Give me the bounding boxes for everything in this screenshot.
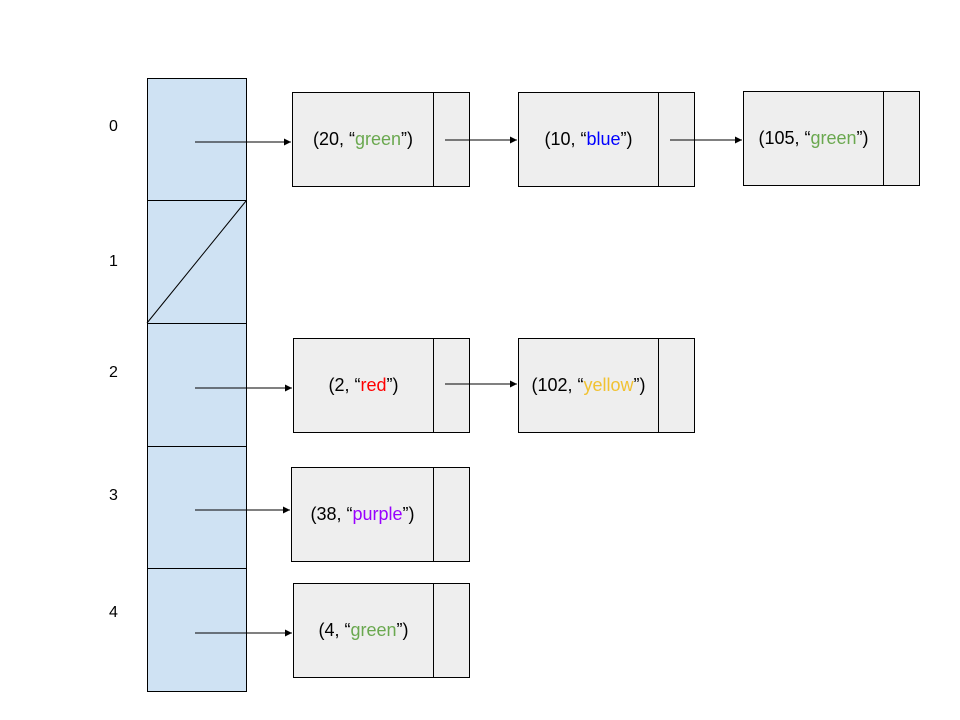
node-value-text: (4, “green”) [318,620,409,640]
node-value-text: (105, “green”) [758,128,869,148]
node-value-text: (2, “red”) [328,375,399,395]
bucket-cell-0 [147,78,247,201]
node-value-text: (20, “green”) [312,129,414,149]
list-node: (105, “green”) [743,91,920,186]
bucket-index-0: 0 [109,118,118,135]
list-node: (38, “purple”) [291,467,470,562]
list-node: (20, “green”) [292,92,470,187]
node-value-text: (10, “blue”) [544,129,633,149]
next-pointer-box [433,584,469,677]
next-pointer-box [883,92,919,185]
list-node: (102, “yellow”) [518,338,695,433]
list-node: (2, “red”) [293,338,470,433]
node-value-text: (38, “purple”) [310,504,415,524]
bucket-index-2: 2 [109,364,118,381]
list-node: (10, “blue”) [518,92,695,187]
next-pointer-box [658,93,694,186]
list-node: (4, “green”) [293,583,470,678]
bucket-cell-2 [147,323,247,447]
bucket-index-3: 3 [109,487,118,504]
next-pointer-box [433,339,469,432]
bucket-index-1: 1 [109,253,118,270]
bucket-index-4: 4 [109,604,118,621]
empty-bucket-slash [146,200,247,324]
node-value-text: (102, “yellow”) [531,375,646,395]
next-pointer-box [658,339,694,432]
next-pointer-box [433,93,469,186]
bucket-cell-3 [147,446,247,569]
next-pointer-box [433,468,469,561]
bucket-cell-4 [147,568,247,692]
